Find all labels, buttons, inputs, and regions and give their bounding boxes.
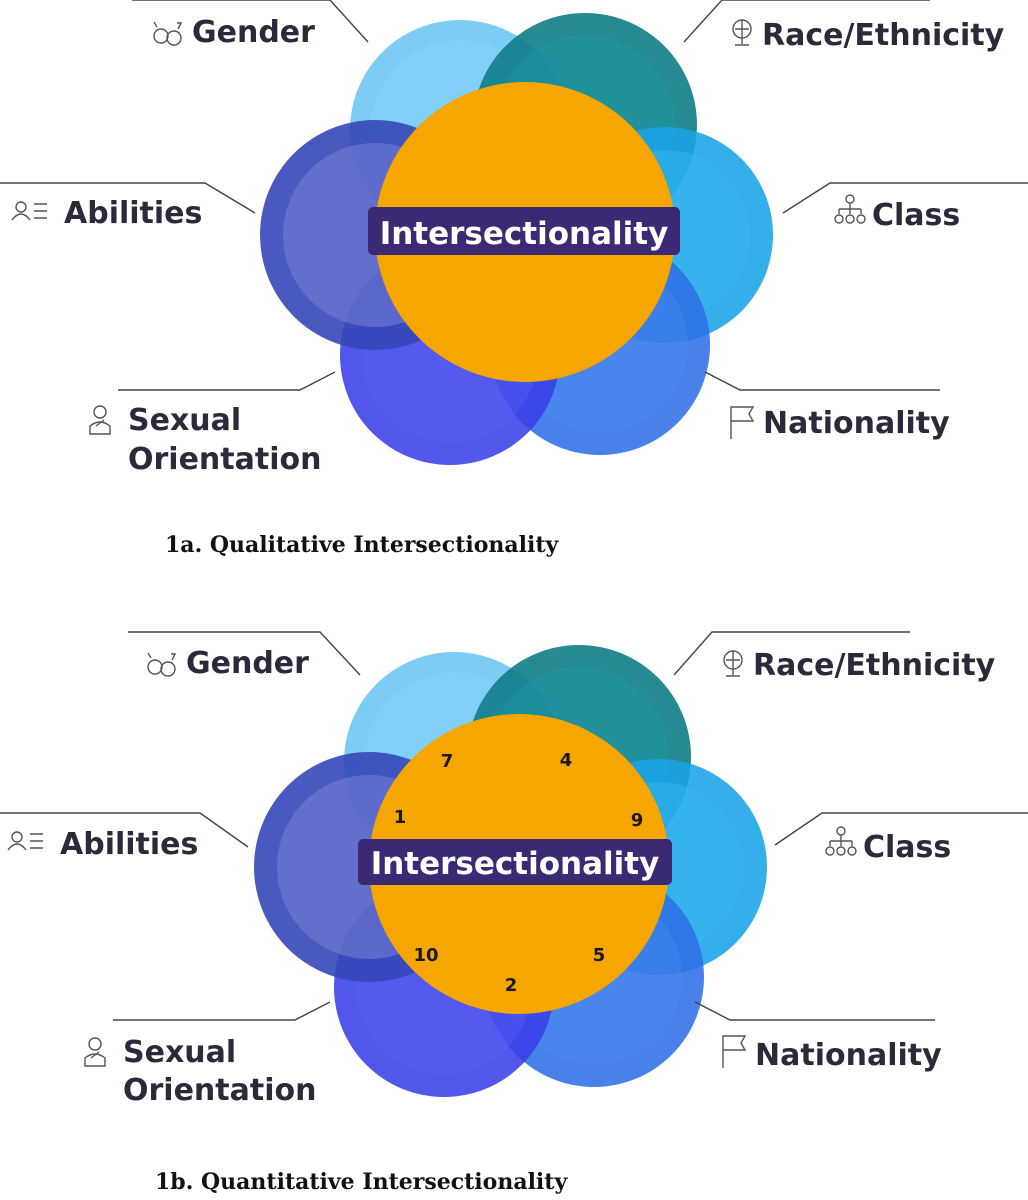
center-label: Intersectionality	[380, 216, 669, 252]
globe-icon	[723, 650, 743, 677]
abilities-icon	[11, 201, 47, 221]
sexual-orientation-icon	[84, 1037, 106, 1067]
sexual-label-line2: Orientation	[128, 442, 321, 477]
abilities-leader-line	[0, 182, 256, 214]
class-hierarchy-icon	[825, 826, 857, 856]
sexual-label-line2: Orientation	[123, 1073, 316, 1108]
flag-icon	[722, 1035, 747, 1068]
gender-label: Gender	[192, 15, 315, 50]
gender-label: Gender	[186, 646, 309, 681]
race-leader-line	[673, 631, 910, 676]
caption: 1b. Quantitative Intersectionality	[155, 1169, 568, 1195]
class-leader-line	[782, 182, 1028, 214]
number-label: 10	[413, 945, 438, 966]
number-label: 1	[394, 807, 407, 828]
sexual-label-line1: Sexual	[128, 403, 241, 438]
center-label: Intersectionality	[371, 846, 660, 882]
class-label: Class	[872, 198, 960, 233]
sexual-label-line1: Sexual	[123, 1035, 236, 1070]
sexual-orientation-icon	[89, 405, 111, 435]
nationality-label: Nationality	[763, 406, 950, 441]
number-label: 9	[631, 810, 644, 831]
number-label: 2	[505, 975, 518, 996]
number-label: 5	[593, 945, 606, 966]
race-label: Race/Ethnicity	[753, 648, 996, 683]
abilities-label: Abilities	[64, 196, 202, 231]
nationality-leader-line	[694, 1001, 935, 1021]
abilities-icon	[7, 831, 43, 851]
class-leader-line	[774, 812, 1028, 846]
nationality-label: Nationality	[755, 1038, 942, 1073]
sexual-leader-line	[113, 1001, 331, 1021]
number-label: 7	[441, 751, 454, 772]
class-label: Class	[863, 830, 951, 865]
diagram-qualitative: Intersectionality Gender Race/Ethni	[0, 0, 1028, 558]
nationality-leader-line	[704, 371, 940, 391]
center-label-box	[368, 207, 680, 255]
gender-icon	[147, 652, 177, 677]
flag-icon	[730, 406, 755, 439]
center-label-box	[358, 839, 672, 885]
sexual-leader-line	[118, 371, 336, 391]
number-label: 4	[560, 750, 573, 771]
race-label: Race/Ethnicity	[762, 18, 1005, 53]
abilities-label: Abilities	[60, 827, 198, 862]
gender-icon	[153, 21, 183, 46]
class-hierarchy-icon	[834, 194, 866, 224]
globe-icon	[732, 19, 752, 46]
diagram-quantitative: Intersectionality Gender Race/Ethni	[0, 631, 1028, 1195]
gender-leader-line	[128, 631, 361, 676]
abilities-leader-line	[0, 812, 249, 848]
race-leader-line	[683, 0, 930, 43]
gender-leader-line	[132, 0, 369, 43]
caption: 1a. Qualitative Intersectionality	[165, 532, 560, 558]
